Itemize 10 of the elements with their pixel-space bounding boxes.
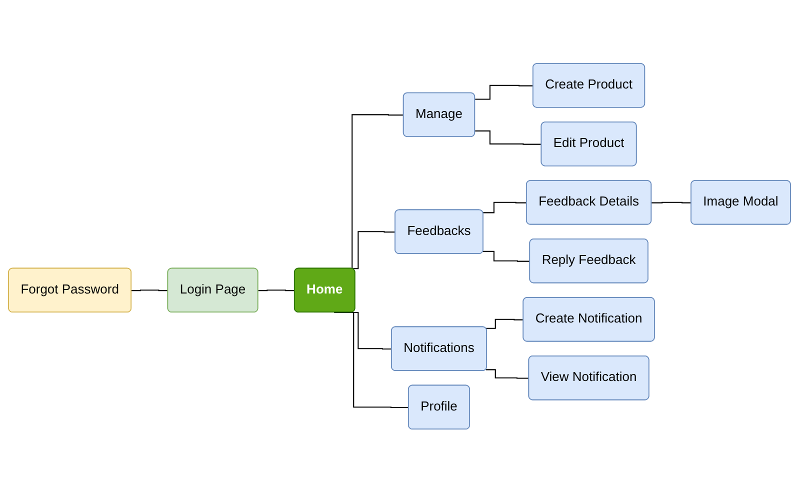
connector <box>475 85 534 100</box>
connector <box>483 202 527 214</box>
flowchart-diagram: Forgot Password Login Page Home Manage Create Product Edit Product Feedbacks Feedback Details Image Modal Reply Feedback Notifications Create Notification View Notification Profile <box>2 57 797 436</box>
connector <box>652 202 692 204</box>
connector <box>483 251 530 262</box>
connector <box>486 369 530 380</box>
connector <box>132 290 168 292</box>
connector <box>486 319 524 330</box>
connector <box>475 130 542 146</box>
connector <box>258 290 295 292</box>
